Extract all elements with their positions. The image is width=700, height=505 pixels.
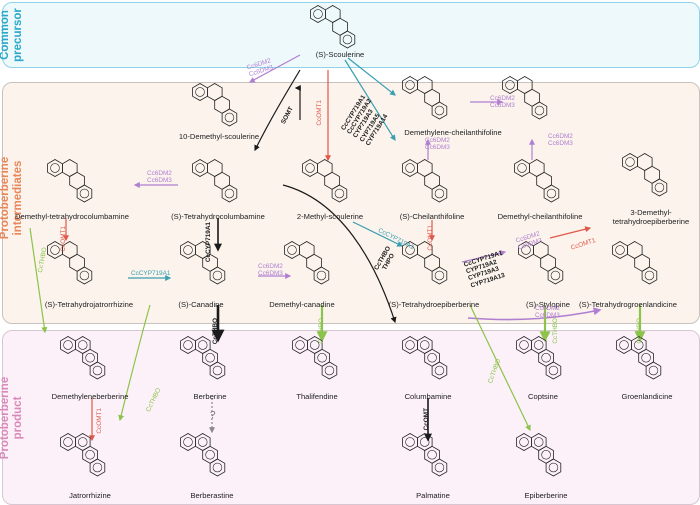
arrow-ccthbo-e — [469, 304, 531, 432]
arrow-ccthbo-a — [29, 227, 48, 334]
compound-demethyl-thc: Demethyl-tetrahydrocolumbamine — [15, 212, 129, 221]
arrow-scoulerine-to-demethyl — [248, 54, 301, 83]
compound-thj: (S)-Tetrahydrojatrorrhizine — [44, 300, 134, 309]
mol-demethylscoulerine — [192, 83, 238, 127]
enzyme-ccomt-e: CcOMT — [423, 408, 430, 431]
mol-cheilanthifoline-dm — [502, 76, 548, 120]
mol-epiberberine — [516, 433, 562, 477]
enzyme-ccthbo-g: CcTHBO — [636, 318, 643, 344]
enzyme-ccomt1-e: CcOMT1 — [96, 408, 103, 434]
arrow-ccthbo-b — [118, 304, 151, 422]
mol-scoulerine — [310, 5, 356, 49]
enzyme-cc6dm-d: Cc6DM2 Cc6DM3 — [147, 170, 172, 185]
common-precursor-band — [2, 2, 700, 68]
compound-demethyleneberberine: Demethyleneberberine — [51, 392, 129, 401]
mol-berberine — [180, 336, 226, 380]
arrow-thbo-thpo — [282, 184, 397, 324]
compound-demethyl-cheilanthifoline: Demethyl-cheilanthifoline — [497, 212, 583, 221]
compound-demethylene-cheilanthifoline: Demethylene-cheilanthifoline — [404, 128, 502, 137]
compound-thepi: (S)-Tetrahydroepiberberine — [388, 300, 480, 309]
mol-groenlandicine — [616, 336, 662, 380]
compound-thc: (S)-Tetrahydrocolumbamine — [171, 212, 265, 221]
mol-thgroen — [612, 241, 658, 285]
enzyme-cc6dm-a: Cc6DM2 Cc6DM3 — [490, 95, 515, 110]
enzyme-ccthbo-c: CcTHBO — [212, 318, 219, 345]
arrow-cyp-a2 — [347, 57, 396, 96]
arrow-cccyp-b — [352, 221, 404, 247]
compound-coptsine: Coptsine — [528, 392, 558, 401]
compound-thalifendine: Thalifendine — [296, 392, 338, 401]
enzyme-ccomt1-b: CcOMT1 — [60, 226, 67, 252]
compound-palmatine: Palmatine — [416, 491, 450, 500]
arrow-cc6dm-f — [467, 307, 602, 321]
mol-jatrorrhizine — [60, 433, 106, 477]
arrow-cyp-b — [461, 250, 507, 263]
mol-demethyleneberberine — [60, 336, 106, 380]
enzyme-cccyp-thj: CcCYP719A1 — [131, 270, 171, 277]
enzyme-cccyp-can: CcCYP719A1 — [205, 222, 212, 263]
enzyme-cc6dm-e: Cc6DM2 Cc6DM3 — [258, 263, 283, 278]
compound-groenlandicine: Groenlandicine — [621, 392, 673, 401]
arrow-somt — [294, 85, 301, 120]
enzyme-ccthbo-d: CcTHBO — [318, 318, 325, 344]
compound-berberine: Berberine — [193, 392, 227, 401]
compound-columbamine: Columbamine — [404, 392, 452, 401]
compound-methylscoulerine: 2-Methyl-scoulerine — [296, 212, 364, 221]
unknown-step-question-mark: ? — [210, 410, 216, 421]
compound-cheilanthifoline: (S)-Cheilanthifoline — [399, 212, 465, 221]
mol-thj — [47, 241, 93, 285]
mol-cheilanthifoline — [402, 159, 448, 203]
mol-demethyl-thp — [622, 153, 668, 197]
compound-jatrorrhizine: Jatrorrhizine — [69, 491, 111, 500]
enzyme-ccomt1-c: CcOMT1 — [427, 225, 434, 251]
enzyme-cc6dm-c: Cc6DM2 Cc6DM3 — [548, 133, 573, 148]
enzyme-ccomt1-a: CcOMT1 — [316, 100, 323, 126]
compound-stylopine: (S)-Stylopine — [526, 300, 570, 309]
intermediates-band — [2, 82, 700, 324]
mol-berberastine — [180, 433, 226, 477]
compound-berberastine: Berberastine — [190, 491, 234, 500]
compound-demethyl-canadine: Demethyl-canadine — [269, 300, 335, 309]
mol-stylopine — [518, 241, 564, 285]
enzyme-cc6dm-b: Cc6DM2 Cc6DM3 — [425, 137, 450, 152]
enzyme-cc6dm-g: Cc6DM2 Cc6DM3 — [535, 305, 560, 320]
compound-demethyl-thp: 3-Demethyl- tetrahydroepiberberine — [612, 208, 690, 226]
mol-methylscoulerine — [302, 159, 348, 203]
compound-canadine: (S)-Canadine — [178, 300, 224, 309]
arrow-ccomt1-d — [549, 226, 592, 239]
mol-canadine — [180, 241, 226, 285]
mol-demethylene-cheilanthifoline — [402, 76, 448, 120]
compound-thgroen: (S)-Tetrahydrogroenlandicine — [579, 300, 677, 309]
mol-thepi — [402, 241, 448, 285]
mol-demethyl-cheilanthifoline — [514, 159, 560, 203]
mol-demethyl-canadine — [284, 241, 330, 285]
arrow-cyp-a1 — [344, 59, 396, 142]
enzyme-ccthbo-f: CcTHBO — [552, 318, 559, 344]
compound-scoulerine: (S)-Scoulerine — [315, 50, 365, 59]
compound-epiberberine: Epiberberine — [524, 491, 568, 500]
mol-demethyl-thc — [47, 159, 93, 203]
mol-thc — [192, 159, 238, 203]
mol-thalifendine — [292, 336, 338, 380]
mol-columbamine — [402, 336, 448, 380]
arrow-somt-line — [254, 69, 301, 152]
mol-coptsine — [516, 336, 562, 380]
mol-palmatine — [402, 433, 448, 477]
compound-demethylscoulerine: 10-Demethyl-scoulerine — [178, 132, 260, 141]
